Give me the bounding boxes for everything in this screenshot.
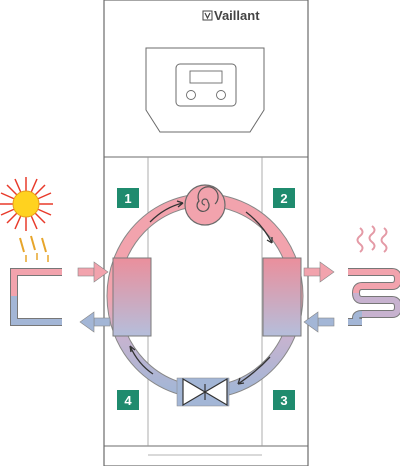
heat-source-return-arrow bbox=[79, 311, 111, 333]
step-label-3: 3 bbox=[280, 393, 287, 408]
step-badge-1: 1 bbox=[117, 188, 139, 208]
heat-output-return-arrow bbox=[303, 311, 335, 333]
compressor-icon bbox=[184, 184, 226, 226]
brand-logo: Vaillant bbox=[202, 8, 260, 23]
underfloor-heating-coil bbox=[348, 268, 400, 326]
step-badge-4: 4 bbox=[117, 390, 139, 410]
control-knob-right bbox=[216, 90, 226, 100]
step-label-2: 2 bbox=[280, 191, 287, 206]
condenser bbox=[262, 257, 302, 337]
evaporator bbox=[112, 257, 152, 337]
heat-waves-icon bbox=[356, 225, 388, 253]
brand-name: Vaillant bbox=[214, 8, 260, 23]
step-label-4: 4 bbox=[124, 393, 132, 408]
heat-source-collector bbox=[10, 268, 62, 326]
control-knob-left bbox=[186, 90, 196, 100]
step-label-1: 1 bbox=[124, 191, 131, 206]
solar-radiation-icon bbox=[19, 235, 47, 253]
flow-arrows bbox=[129, 200, 273, 385]
control-display bbox=[189, 70, 223, 84]
heat-output-flow-arrow bbox=[303, 261, 335, 283]
control-panel bbox=[145, 47, 265, 133]
sun-icon bbox=[0, 177, 53, 231]
step-badge-3: 3 bbox=[273, 390, 295, 410]
heat-source-inflow-arrow bbox=[77, 261, 109, 283]
expansion-valve-icon bbox=[176, 377, 230, 407]
step-badge-2: 2 bbox=[273, 188, 295, 208]
solar-radiation-tips bbox=[25, 253, 49, 262]
